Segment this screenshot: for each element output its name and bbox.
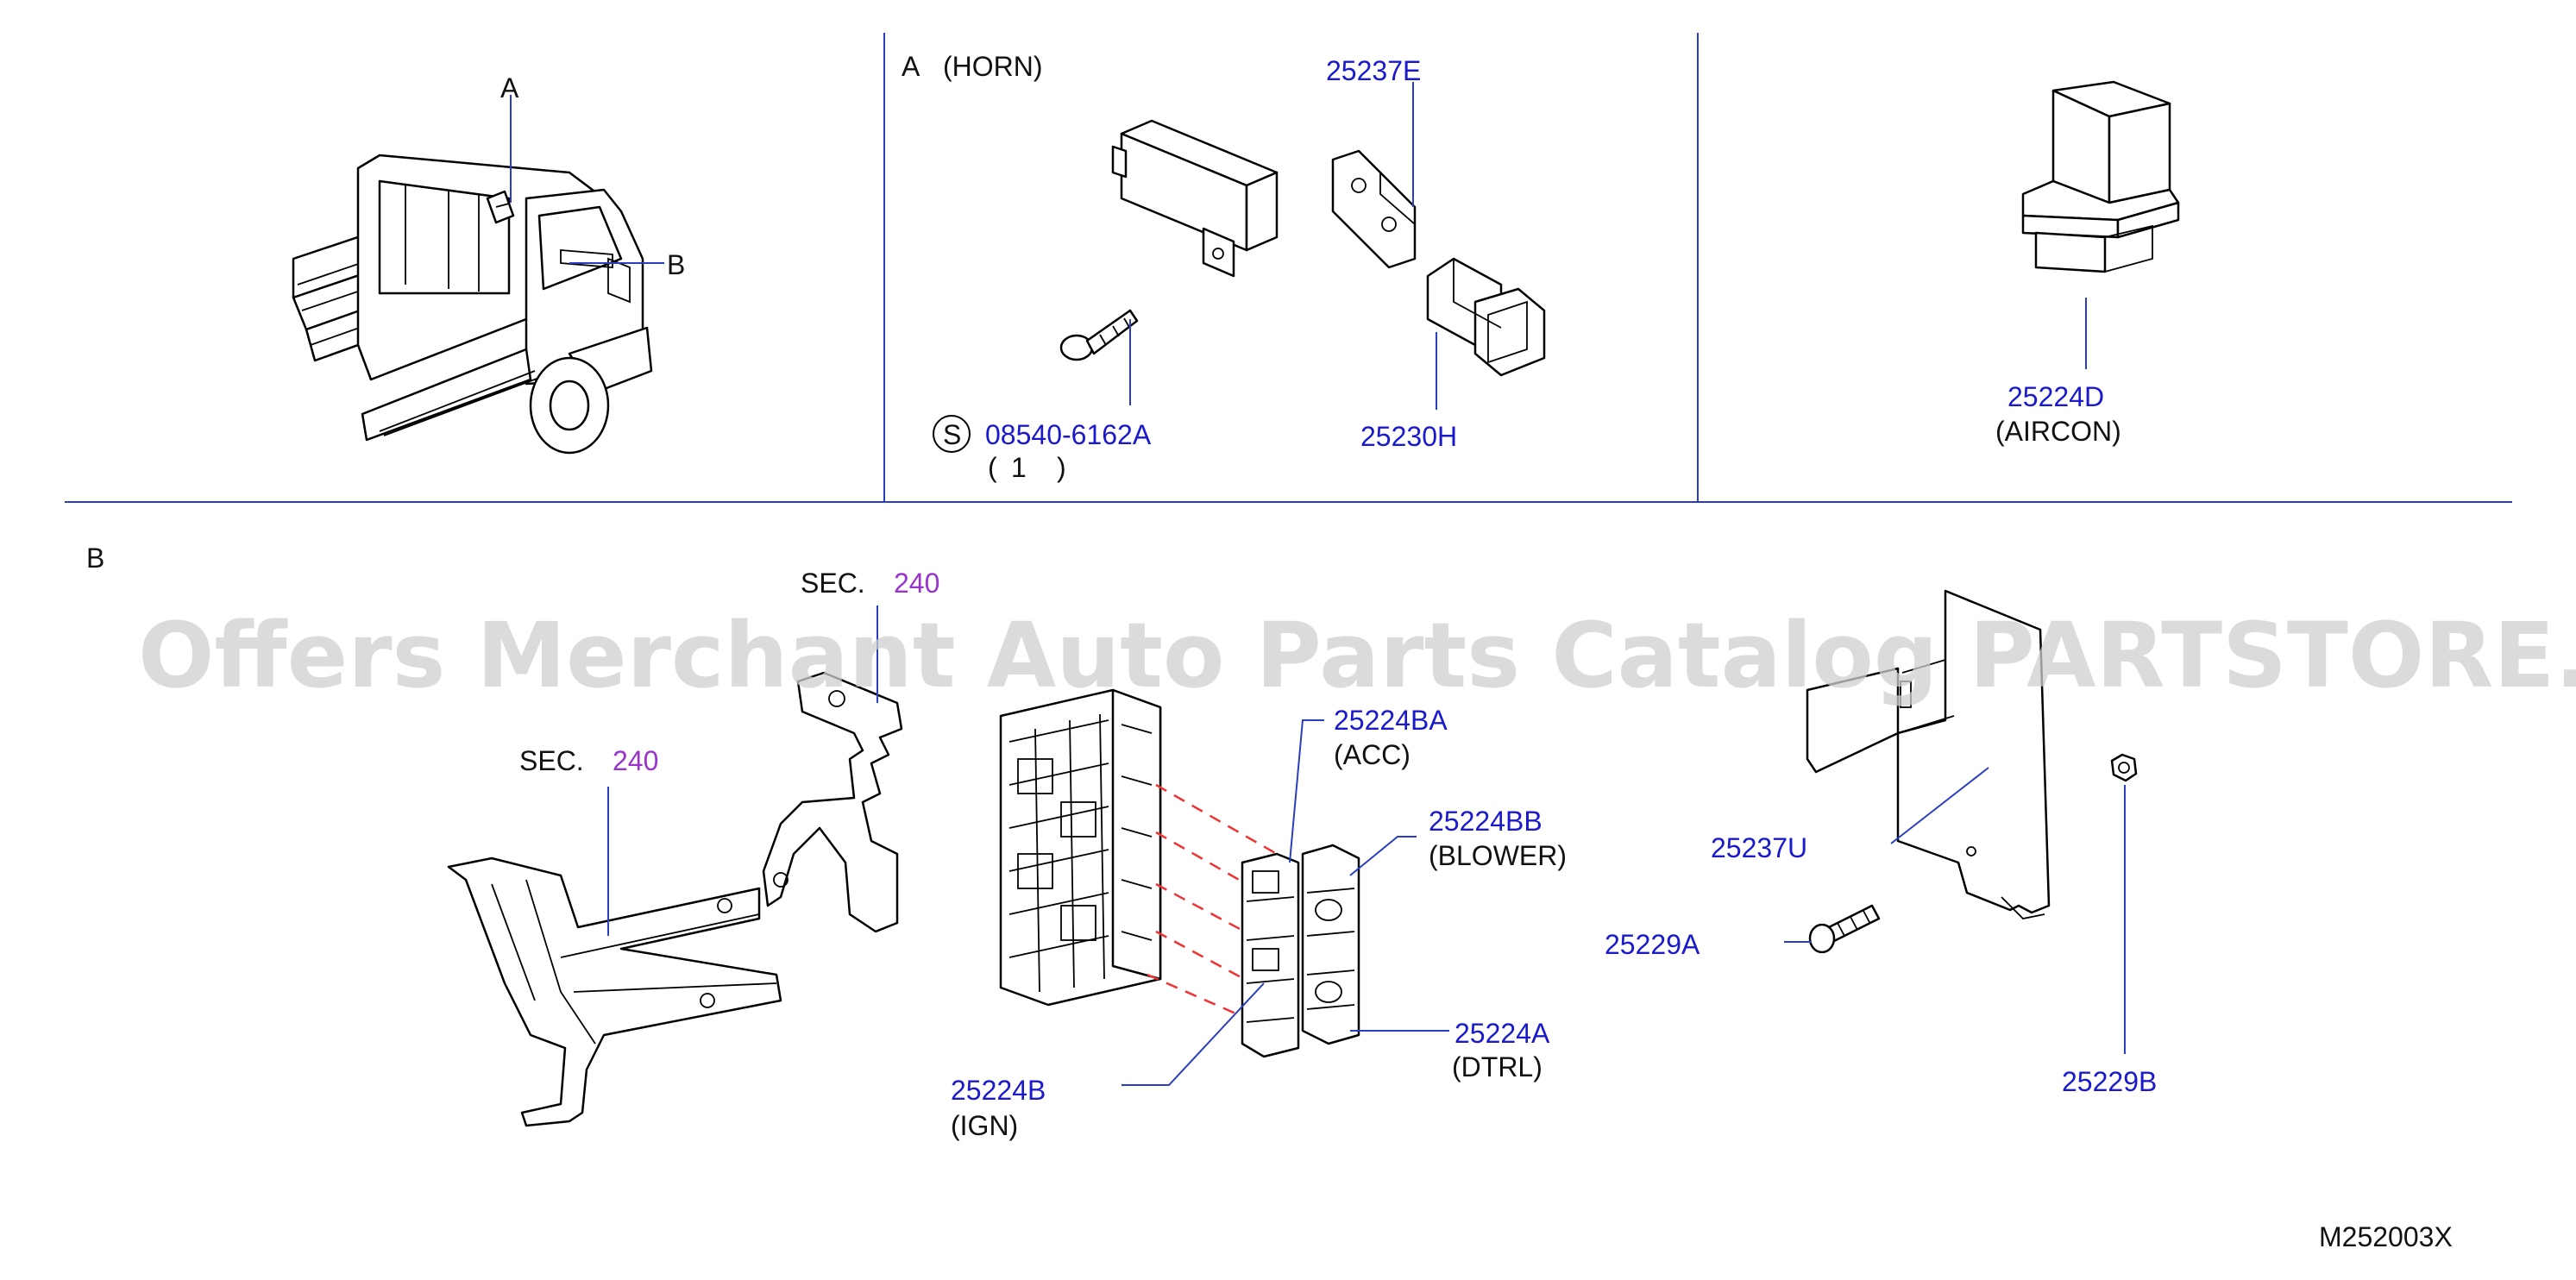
truck-callout-a: A [500,72,519,104]
horn-connector-part [1426,257,1546,377]
part-number-25229A[interactable]: 25229A [1605,929,1700,960]
sec-ref-upper-label: SEC. [801,568,865,599]
relay-block-assembly [999,688,1162,1007]
part-number-25224D[interactable]: 25224D [2007,381,2104,412]
part-number-25237E[interactable]: 25237E [1326,55,1421,86]
dtrl-note: (DTRL) [1452,1051,1542,1082]
watermark-text: Offers Merchant Auto Parts Catalog PARTS… [138,603,2576,708]
figure-code: M252003X [2319,1221,2453,1252]
sec-ref-upper-number[interactable]: 240 [894,568,939,599]
horn-section-title: (HORN) [943,51,1043,82]
part-number-25224B[interactable]: 25224B [951,1075,1046,1106]
horn-bolt-part [1059,309,1139,361]
section-b-letter: B [86,543,104,574]
part-number-25224BA[interactable]: 25224BA [1334,705,1448,736]
quantity-close-paren: ) [1057,452,1066,483]
part-number-08540-6162A[interactable]: 08540-6162A [985,419,1152,450]
s-symbol: S [943,419,961,450]
horn-relay-part [1111,119,1279,278]
part-number-25224A[interactable]: 25224A [1454,1018,1550,1049]
relay-stack-right [1301,844,1360,1045]
truck-callout-b: B [667,249,685,280]
panel-frame [65,33,2512,503]
acc-note: (ACC) [1334,739,1411,770]
lower-mounting-bracket [447,856,782,1127]
part-number-25237U[interactable]: 25237U [1711,832,1807,863]
horn-section-letter: A [902,51,920,82]
aircon-note: (AIRCON) [1995,416,2121,447]
quantity-open-paren: ( [988,452,997,483]
part-number-25224BB[interactable]: 25224BB [1429,806,1542,837]
nut-25229B-part [2110,753,2138,782]
aircon-relay-part [2021,80,2180,273]
s-symbol-circle [933,415,971,453]
relay-bracket-plate [1806,589,2051,919]
blower-note: (BLOWER) [1429,840,1567,871]
part-number-25230H[interactable]: 25230H [1360,421,1457,452]
part-number-25229B[interactable]: 25229B [2062,1066,2157,1097]
relay-stack-left [1241,852,1300,1058]
upper-mounting-bracket [762,671,903,933]
ign-note: (IGN) [951,1110,1018,1141]
quantity-value: 1 [1011,452,1027,483]
sec-ref-lower-label: SEC. [519,745,584,776]
horn-bracket-part [1331,149,1417,269]
sec-ref-lower-number[interactable]: 240 [613,745,658,776]
truck-illustration [292,95,664,455]
bolt-25229A-part [1808,904,1881,954]
